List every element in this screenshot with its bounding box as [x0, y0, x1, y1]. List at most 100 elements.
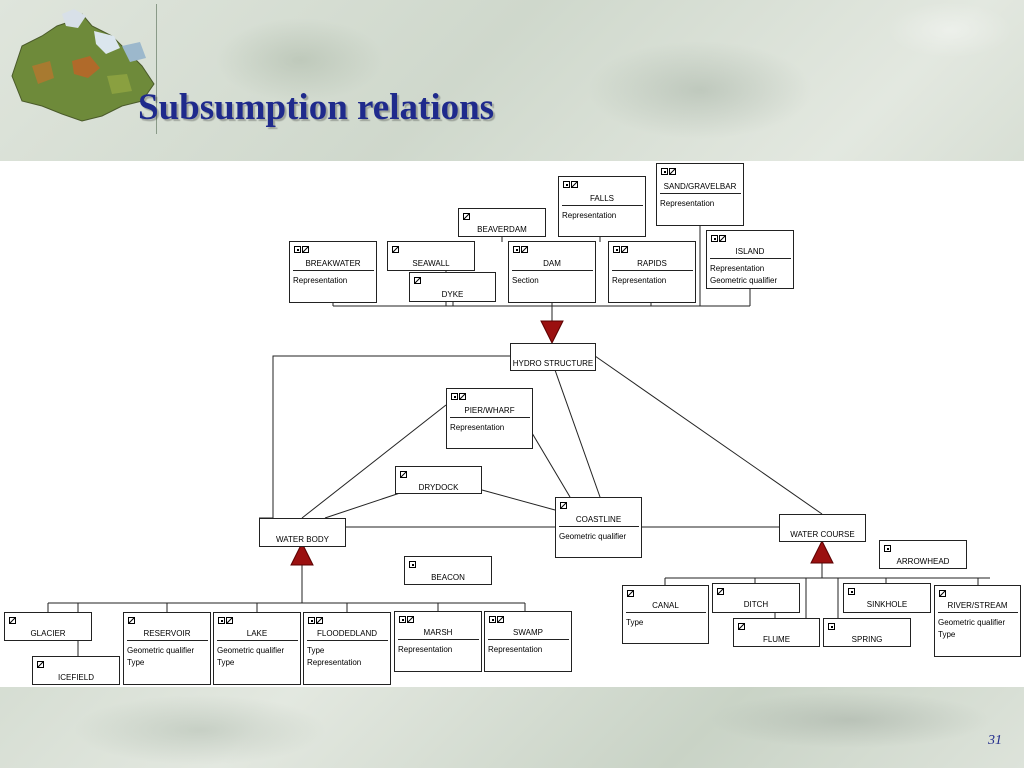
line-icon: [497, 616, 504, 623]
icons: [563, 181, 578, 188]
node-spring[interactable]: SPRING: [823, 618, 911, 647]
icons: [661, 168, 676, 175]
icons: [9, 617, 16, 624]
node-name: DITCH: [743, 600, 769, 609]
hydro-subsumption-arrow: [540, 320, 564, 345]
line-icon: [316, 617, 323, 624]
node-attrs: Representation: [293, 270, 374, 287]
attr: Representation: [450, 423, 505, 432]
node-name: RESERVOIR: [143, 629, 191, 638]
point-icon: [884, 545, 891, 552]
node-coastline[interactable]: COASTLINE Geometric qualifier: [555, 497, 642, 558]
attr: Type: [127, 658, 145, 667]
line-icon: [738, 623, 745, 630]
node-flume[interactable]: FLUME: [733, 618, 820, 647]
attr: Type: [626, 618, 644, 627]
line-icon: [717, 588, 724, 595]
node-attrs: Representation: [660, 193, 741, 210]
node-name: SINKHOLE: [866, 600, 908, 609]
attr: Representation: [562, 211, 617, 220]
node-hydro-structure[interactable]: HYDRO STRUCTURE: [510, 343, 596, 371]
attr: Representation: [488, 645, 543, 654]
node-sand-gravelbar[interactable]: SAND/GRAVELBAR Representation: [656, 163, 744, 226]
node-name: HYDRO STRUCTURE: [512, 359, 594, 368]
node-name: GLACIER: [30, 629, 66, 638]
node-name: ICEFIELD: [57, 673, 94, 682]
line-icon: [459, 393, 466, 400]
line-icon: [627, 590, 634, 597]
node-attrs: Representation: [488, 639, 569, 656]
line-icon: [463, 213, 470, 220]
node-dam[interactable]: DAM Section: [508, 241, 596, 303]
icons: [128, 617, 135, 624]
node-glacier[interactable]: GLACIER: [4, 612, 92, 641]
node-beacon[interactable]: BEACON: [404, 556, 492, 585]
line-icon: [621, 246, 628, 253]
attr: Representation: [660, 199, 715, 208]
node-swamp[interactable]: SWAMP Representation: [484, 611, 572, 672]
point-icon: [489, 616, 496, 623]
node-beaverdam[interactable]: BEAVERDAM: [458, 208, 546, 237]
line-icon: [560, 502, 567, 509]
attr: Type: [217, 658, 235, 667]
icons: [717, 588, 724, 595]
node-dyke[interactable]: DYKE: [409, 272, 496, 302]
icons: [627, 590, 634, 597]
node-icefield[interactable]: ICEFIELD: [32, 656, 120, 685]
node-water-body[interactable]: WATER BODY: [259, 518, 346, 547]
icons: [414, 277, 421, 284]
point-icon: [218, 617, 225, 624]
icons: [392, 246, 399, 253]
node-breakwater[interactable]: BREAKWATER Representation: [289, 241, 377, 303]
page-number: 31: [988, 733, 1002, 748]
attr: Geometric qualifier: [559, 532, 627, 541]
node-name: FALLS: [589, 194, 614, 203]
node-falls[interactable]: FALLS Representation: [558, 176, 646, 237]
node-name: LAKE: [246, 629, 268, 638]
node-water-course[interactable]: WATER COURSE: [779, 514, 866, 542]
node-seawall[interactable]: SEAWALL: [387, 241, 475, 271]
attr: Geometric qualifier: [127, 646, 195, 655]
node-marsh[interactable]: MARSH Representation: [394, 611, 482, 672]
node-name: SEAWALL: [412, 259, 450, 268]
attr: Type: [307, 646, 325, 655]
point-icon: [848, 588, 855, 595]
icons: [613, 246, 628, 253]
line-icon: [226, 617, 233, 624]
node-name: DYKE: [441, 290, 464, 299]
node-rapids[interactable]: RAPIDS Representation: [608, 241, 696, 303]
node-attrs: Geometric qualifier: [559, 526, 639, 543]
node-name: SWAMP: [513, 628, 543, 637]
line-icon: [414, 277, 421, 284]
line-icon: [407, 616, 414, 623]
attr: Representation: [710, 264, 765, 273]
point-icon: [661, 168, 668, 175]
node-pier-wharf[interactable]: PIER/WHARF Representation: [446, 388, 533, 449]
node-name: COASTLINE: [575, 515, 622, 524]
icons: [400, 471, 407, 478]
line-icon: [128, 617, 135, 624]
attr: Type: [938, 630, 956, 639]
node-arrowhead[interactable]: ARROWHEAD: [879, 540, 967, 569]
node-ditch[interactable]: DITCH: [712, 583, 800, 613]
node-attrs: Representation: [612, 270, 693, 287]
icons: [463, 213, 470, 220]
node-sinkhole[interactable]: SINKHOLE: [843, 583, 931, 613]
icons: [37, 661, 44, 668]
node-name: ISLAND: [735, 247, 765, 256]
node-attrs: Section: [512, 270, 593, 287]
node-canal[interactable]: CANAL Type: [622, 585, 709, 644]
node-name: FLUME: [762, 635, 791, 644]
line-icon: [302, 246, 309, 253]
icons: [451, 393, 466, 400]
node-attrs: Representation: [450, 417, 530, 434]
icons: [218, 617, 233, 624]
attr: Section: [512, 276, 539, 285]
node-drydock[interactable]: DRYDOCK: [395, 466, 482, 494]
